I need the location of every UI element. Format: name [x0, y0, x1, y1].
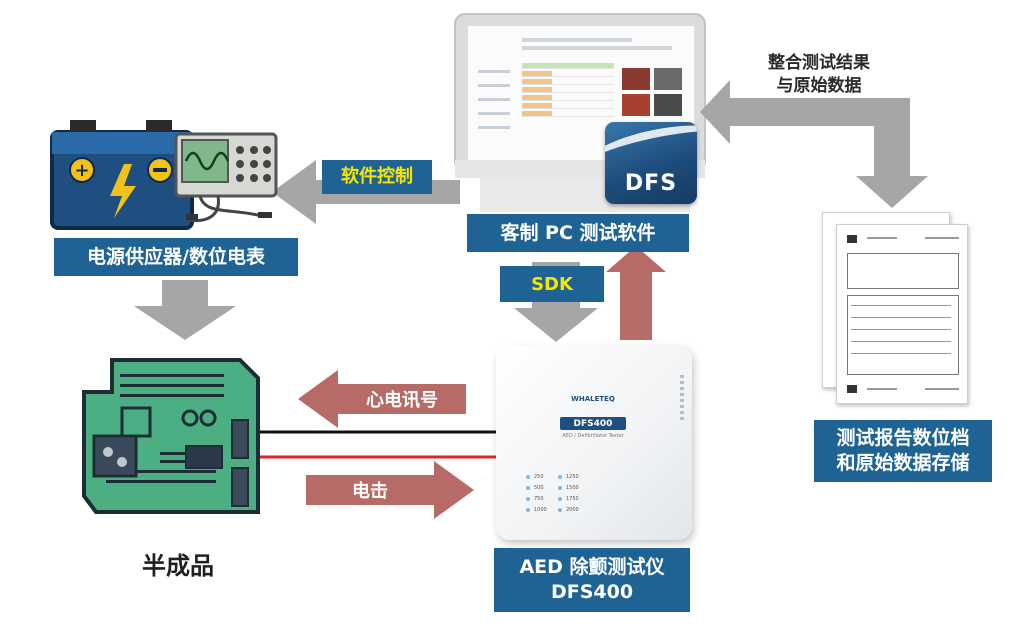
oscilloscope-icon: [174, 132, 278, 223]
arrow-power-to-product: [134, 280, 236, 340]
led-label: 1250: [566, 474, 579, 480]
circuit-board-icon: [82, 358, 260, 514]
svg-text:+: +: [74, 160, 89, 181]
device-model: DFS400: [560, 417, 626, 430]
aed-tester-label: AED 除颤测试仪 DFS400: [494, 548, 690, 612]
power-meter-label: 电源供应器/数位电表: [54, 238, 298, 276]
arrow-ecg-signal: [298, 370, 466, 428]
battery-icon: +: [50, 120, 194, 230]
report-storage-label: 测试报告数位档 和原始数据存储: [814, 420, 992, 482]
device-subtitle: AED / Defibrillator Tester: [562, 433, 624, 439]
dfs-logo-text: DFS: [624, 171, 678, 196]
device-brand: WHALETEQ: [571, 395, 615, 403]
arrow-shock: [306, 461, 474, 519]
ecg-signal-label: 心电讯号: [366, 390, 438, 411]
integrate-results-label: 整合测试结果 与原始数据: [768, 53, 870, 96]
led-label: 500: [534, 485, 544, 491]
arrow-integrate: [700, 80, 928, 208]
report-document-front: [836, 224, 968, 404]
led-label: 2000: [566, 507, 579, 513]
semi-product-label: 半成品: [142, 552, 214, 580]
sdk-label: SDK: [500, 266, 604, 302]
led-label: 1750: [566, 496, 579, 502]
led-label: 750: [534, 496, 544, 502]
pc-software-label: 客制 PC 测试软件: [467, 214, 689, 252]
software-control-label: 软件控制: [322, 160, 432, 194]
led-label: 250: [534, 474, 544, 480]
dfs400-device: WHALETEQ DFS400 AED / Defibrillator Test…: [496, 345, 692, 540]
arrow-result-up: [606, 246, 666, 340]
dfs-logo: DFS: [605, 122, 697, 204]
shock-label: 电击: [352, 481, 388, 502]
led-label: 1000: [534, 507, 547, 513]
led-label: 1500: [566, 485, 579, 491]
